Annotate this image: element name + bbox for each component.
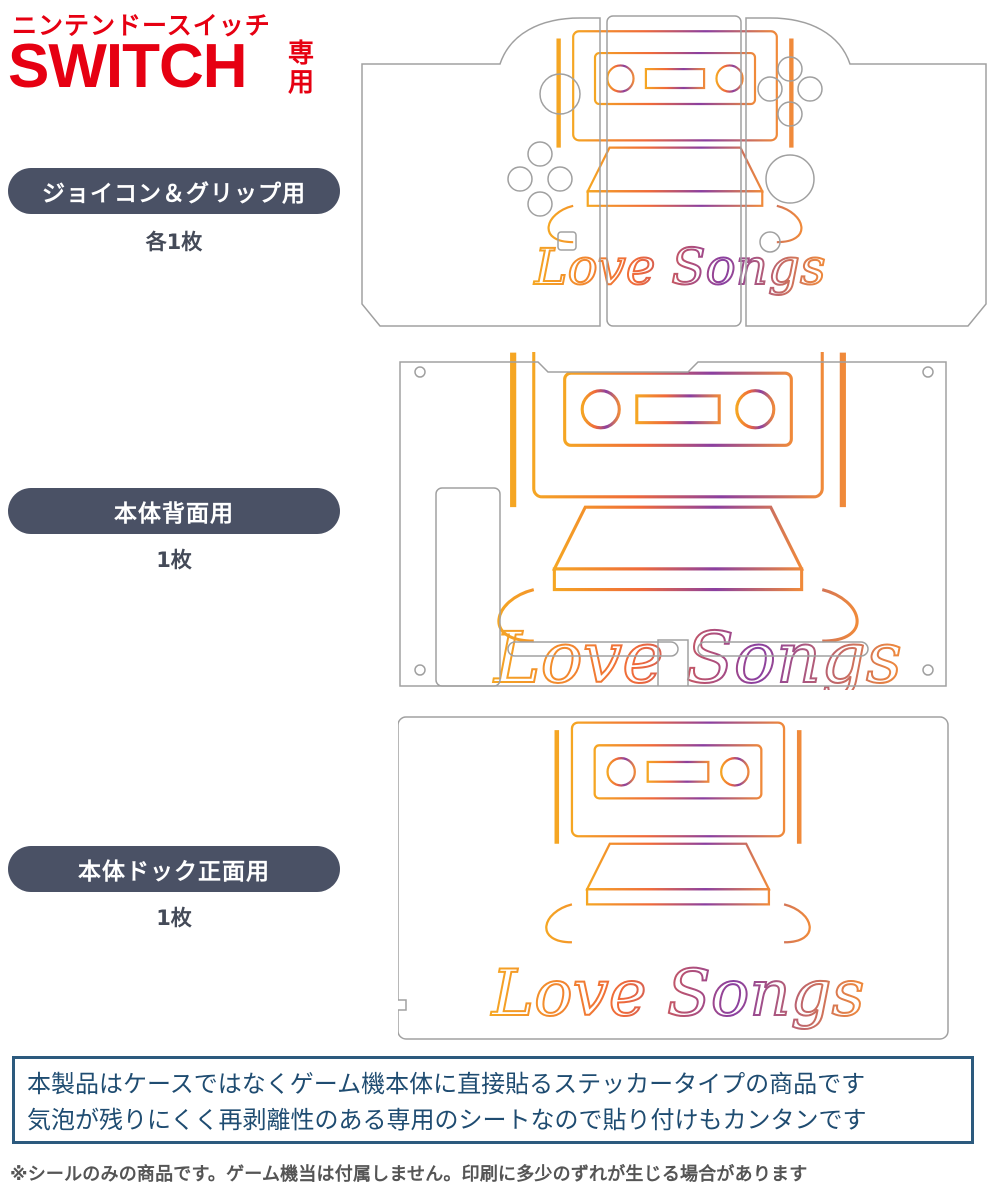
section-count-dock: 1枚	[156, 906, 192, 930]
notice-line-1: 本製品はケースではなくゲーム機本体に直接貼るステッカータイプの商品です	[27, 1070, 866, 1098]
artwork-lettering: Love Songs	[533, 238, 825, 296]
section-label-back: 本体背面用	[8, 488, 340, 534]
kana-title: ニンテンドースイッチ	[12, 11, 271, 40]
label-text: 本体背面用	[114, 501, 234, 527]
artwork-lettering: Love Songs	[491, 957, 865, 1031]
dock-skin: Love Songs	[398, 716, 949, 1040]
title-suffix: 専用	[288, 39, 315, 98]
notice-line-2: 気泡が残りにくく再剥離性のある専用のシートなので貼り付けもカンタンです	[27, 1106, 867, 1134]
switch-title: SWITCH	[8, 32, 248, 101]
label-text: 本体ドック正面用	[78, 859, 270, 885]
joycon-grip-skin: Love Songs	[361, 15, 987, 327]
section-label-joycon: ジョイコン＆グリップ用	[8, 168, 340, 214]
section-count-joycon: 各1枚	[145, 230, 203, 254]
footnote: ※シールのみの商品です。ゲーム機当は付属しません。印刷に多少のずれが生じる場合が…	[10, 1164, 808, 1185]
notice-box: 本製品はケースではなくゲーム機本体に直接貼るステッカータイプの商品です 気泡が残…	[12, 1056, 974, 1144]
section-label-dock: 本体ドック正面用	[8, 846, 340, 892]
artwork-lettering: Love Songs	[492, 617, 902, 690]
section-count-back: 1枚	[156, 548, 192, 572]
label-text: ジョイコン＆グリップ用	[42, 181, 306, 207]
back-skin: Love Songs	[399, 352, 947, 690]
